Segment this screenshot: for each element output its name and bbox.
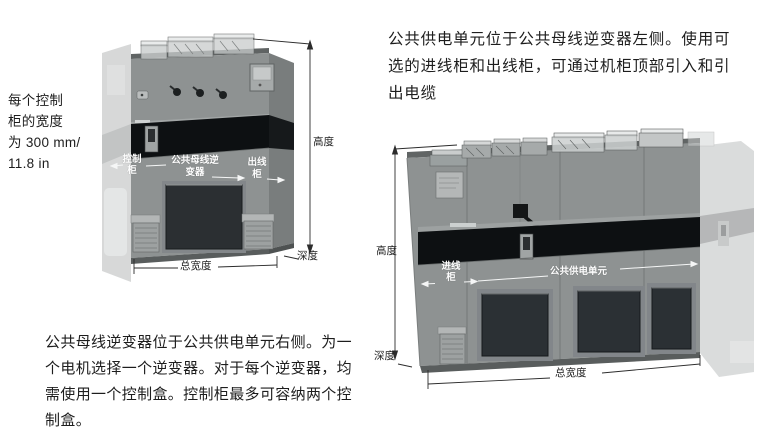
dimension-lines: [133, 38, 314, 274]
label-incoming-cabinet: 柜: [446, 272, 456, 283]
label-depth: 深度: [374, 350, 395, 362]
ghost-cabinet-left: [102, 44, 131, 282]
label-height: 高度: [376, 245, 397, 257]
figure-inverter-lineup: 控制 柜 公共母线逆 变器 出线 柜 高度 深度 总宽度: [100, 20, 335, 298]
inverter-cabinet-illustration: [102, 33, 314, 282]
door-knobs: [136, 85, 227, 100]
ghost-cabinet-right: [687, 131, 754, 377]
note-line: 11.8 in: [8, 156, 50, 171]
supply-unit-cabinet-illustration: [391, 128, 754, 389]
top-vent-boxes: [429, 128, 684, 167]
bus-inverter-description: 公共母线逆变器位于公共供电单元右侧。为一 个电机选择一个逆变器。对于每个逆变器，…: [45, 330, 380, 434]
label-supply-unit: 公共供电单元: [550, 266, 608, 277]
rating-plate: [435, 171, 464, 199]
dark-vent-band: [130, 114, 294, 160]
label-outgoing-cabinet: 柜: [252, 169, 262, 180]
note-line: 为 300 mm/: [8, 135, 81, 150]
dark-vent-band: [417, 213, 701, 266]
label-depth: 深度: [297, 250, 318, 262]
bottom-vents: [130, 213, 275, 253]
label-arrows: [109, 162, 286, 184]
note-line: 选的进线柜和出线柜，可通过机柜顶部引入和引: [388, 58, 731, 75]
label-total-width: 总宽度: [555, 367, 587, 379]
note-line: 每个控制: [8, 93, 64, 108]
dimension-lines: [391, 144, 701, 389]
operator-panel: [249, 63, 275, 92]
door-window: [162, 181, 246, 253]
label-bus-inverter: 变器: [185, 167, 205, 178]
label-total-width: 总宽度: [180, 260, 212, 272]
label-control-cabinet: 柜: [127, 165, 137, 176]
note-line: 制盒。: [45, 412, 92, 429]
label-incoming-cabinet: 进线: [441, 261, 461, 272]
label-control-cabinet: 控制: [122, 154, 142, 165]
note-line: 出电缆: [388, 85, 437, 102]
supply-unit-description: 公共供电单元位于公共母线逆变器左侧。使用可 选的进线柜和出线柜，可通过机柜顶部引…: [388, 26, 757, 107]
top-vent-boxes: [140, 33, 255, 60]
note-line: 需使用一个控制盒。控制柜最多可容纳两个控: [45, 386, 353, 403]
note-line: 公共母线逆变器位于公共供电单元右侧。为一: [45, 334, 353, 351]
bottom-vent: [437, 326, 467, 365]
label-arrows: [420, 260, 699, 288]
note-line: 公共供电单元位于公共母线逆变器左侧。使用可: [388, 31, 731, 48]
cabinet-width-note: 每个控制 柜的宽度 为 300 mm/ 11.8 in: [8, 90, 120, 174]
label-bus-inverter: 公共母线逆: [171, 155, 219, 166]
label-outgoing-cabinet: 出线: [247, 157, 267, 168]
door-windows: [477, 283, 696, 361]
note-line: 个电机选择一个逆变器。对于每个逆变器，均: [45, 360, 353, 377]
note-line: 柜的宽度: [8, 114, 64, 129]
figure-supply-unit-lineup: 高度 进线 柜 公共供电单元 深度 总宽度: [374, 126, 757, 408]
label-height: 高度: [313, 136, 334, 148]
